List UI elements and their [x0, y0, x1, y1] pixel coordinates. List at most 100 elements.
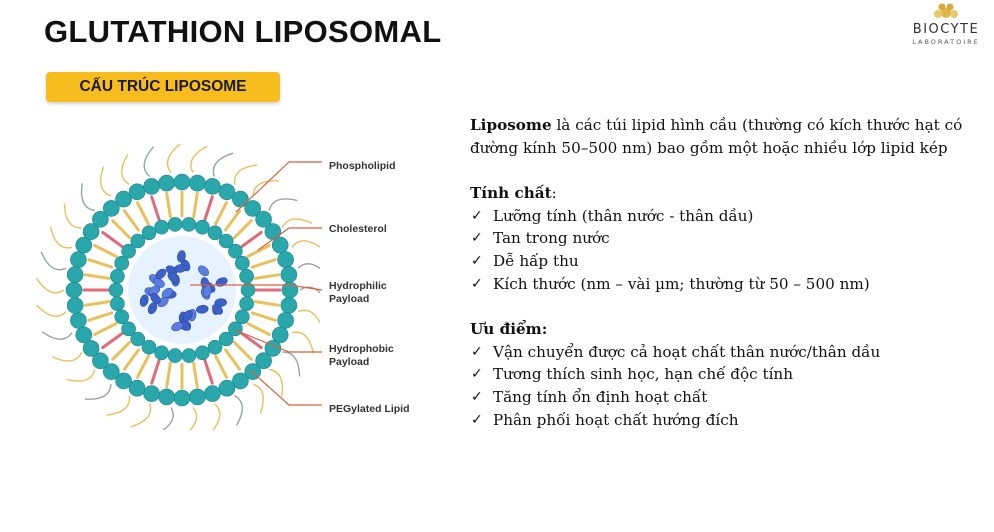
lipid-tail [101, 230, 124, 248]
lipid-tail [111, 219, 132, 240]
peg-tail [281, 218, 313, 229]
lipid-tail [246, 322, 271, 336]
phospholipid-head [141, 225, 157, 241]
lipid-tail [87, 311, 114, 322]
payload-molecule [196, 305, 209, 314]
phospholipid-head [65, 281, 83, 299]
peg-tail [143, 146, 154, 178]
hydrophilic-payload-cluster [139, 250, 228, 332]
phospholipid-head [128, 379, 146, 397]
section-badge: CẤU TRÚC LIPOSOME [46, 72, 280, 102]
lipid-tail [93, 322, 118, 336]
phospholipid-head [181, 348, 197, 363]
phospholipid-head [103, 200, 120, 217]
lipid-tail [122, 209, 140, 232]
phospholipid-head [280, 297, 298, 314]
list-item-text: Kích thước (nm – vài µm; thường từ 50 – … [493, 274, 870, 293]
check-icon: ✓ [471, 411, 483, 428]
payload-molecule [182, 309, 193, 322]
phospholipid-head [108, 282, 124, 298]
payload-molecule [161, 287, 174, 298]
phospholipid-head [232, 372, 249, 390]
phospholipid-head [66, 297, 84, 314]
phospholipid-head [207, 225, 223, 241]
peg-tail [40, 251, 67, 271]
peg-tail [268, 198, 298, 211]
phospholipid-head [92, 352, 109, 369]
label-pegylated-lipid: PEGylated Lipid [329, 403, 410, 415]
phospholipid-head [255, 352, 272, 369]
phospholipid-head [228, 243, 243, 259]
peg-tail [234, 394, 243, 426]
lipid-tail [165, 361, 172, 389]
lipid-tail [136, 354, 150, 379]
peg-tail [41, 331, 73, 340]
check-icon: ✓ [471, 388, 483, 405]
phospholipid-head [207, 339, 223, 355]
phospholipid-head [92, 211, 109, 228]
label-phospholipid: Phospholipid [329, 160, 396, 172]
liposome-diagram [35, 143, 320, 430]
phospholipid-head [121, 243, 136, 259]
list-item-text: Dễ hấp thu [493, 251, 579, 270]
peg-tail [106, 395, 131, 416]
lipid-tail [214, 201, 228, 226]
peg-tail [36, 304, 67, 317]
peg-tail [291, 331, 315, 354]
phospholipid-head [195, 219, 210, 235]
peg-tail [166, 143, 181, 173]
list-item-text: Tan trong nước [493, 229, 610, 248]
phospholipid-head [195, 345, 210, 361]
payload-molecule [212, 304, 223, 315]
payload-molecule [171, 321, 184, 332]
peg-tail [233, 164, 258, 185]
check-icon: ✓ [471, 343, 483, 360]
peg-tail [35, 277, 65, 294]
peg-tail [269, 368, 284, 397]
brand-name: BIOCYTE [912, 22, 980, 37]
phospholipid-head [158, 388, 175, 406]
payload-molecule [139, 294, 149, 307]
description-panel: Liposome là các túi lipid hình cầu (thườ… [470, 114, 970, 431]
lipid-tail [253, 300, 281, 307]
phospholipid-head [189, 174, 206, 192]
lipid-tail [203, 195, 214, 222]
list-item-text: Lưỡng tính (thân nước - thân dầu) [493, 206, 754, 225]
phospholipid-head [128, 183, 146, 201]
phospholipid-head [239, 269, 254, 284]
phospholipid-head [66, 266, 84, 283]
phospholipid-head [280, 266, 298, 283]
phospholipid-head [218, 379, 236, 397]
peg-tail [84, 384, 112, 400]
list-item: ✓ Tan trong nước [470, 227, 970, 250]
lipid-tail [203, 358, 214, 385]
peg-tail [297, 309, 320, 324]
phospholipid-head [204, 178, 221, 195]
aqueous-core [128, 236, 236, 344]
advantages-list: ✓Vận chuyển được cả hoạt chất thân nước/… [470, 341, 970, 431]
phospholipid-head [70, 312, 87, 329]
phospholipid-head [143, 385, 160, 402]
payload-molecule [198, 265, 209, 277]
lipid-tail [214, 354, 228, 379]
lipid-tail [150, 358, 161, 385]
list-item: ✓Lưỡng tính (thân nước - thân dầu) [470, 205, 970, 228]
lipid-tail [83, 273, 111, 280]
lipid-tail [240, 230, 263, 248]
phospholipid-head [218, 331, 234, 347]
peg-tail [49, 226, 73, 249]
check-icon: ✓ [471, 275, 483, 292]
lipid-tail [240, 332, 263, 350]
payload-molecule [150, 293, 161, 304]
lipid-tail [224, 348, 242, 371]
phospholipid-head [167, 217, 183, 232]
peg-tail [190, 145, 208, 173]
phospholipid-head [143, 178, 160, 195]
check-icon: ✓ [471, 230, 483, 247]
phospholipid-head [70, 251, 87, 268]
phospholipid-head [158, 174, 175, 192]
phospholipid-head [114, 255, 129, 271]
phospholipid-head [130, 331, 146, 347]
lipid-tail [250, 311, 277, 322]
phospholipid-head [281, 281, 299, 299]
